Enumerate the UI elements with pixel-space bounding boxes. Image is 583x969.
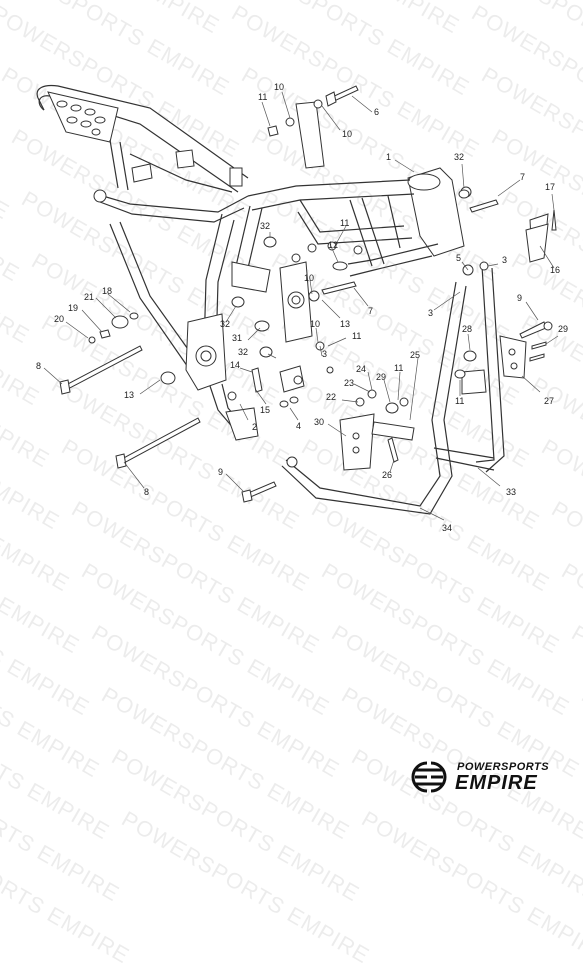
callout-31: 31 [232, 333, 242, 343]
callout-7: 7 [520, 172, 525, 182]
logo-line-1: POWERSPORTS [457, 761, 550, 773]
callout-34: 34 [442, 523, 452, 533]
callout-13: 13 [340, 319, 350, 329]
callout-2: 2 [252, 422, 257, 432]
callout-12: 12 [328, 240, 338, 250]
callout-25: 25 [410, 350, 420, 360]
watermark-text: POWERSPORTS EMPIRE [357, 806, 583, 969]
callout-5: 5 [456, 253, 461, 263]
callout-3: 3 [428, 308, 433, 318]
callout-29: 29 [376, 372, 386, 382]
front-cradle [281, 265, 527, 515]
callout-32: 32 [260, 221, 270, 231]
callout-7: 7 [368, 306, 373, 316]
callout-30: 30 [314, 417, 324, 427]
callout-8: 8 [36, 361, 41, 371]
leader-lines [43, 91, 559, 521]
callout-9: 9 [517, 293, 522, 303]
callout-4: 4 [296, 421, 301, 431]
callout-32: 32 [238, 347, 248, 357]
powersports-empire-logo: POWERSPORTS EMPIRE [405, 757, 565, 797]
main-frame [109, 101, 549, 441]
watermark-text: POWERSPORTS EMPIRE [117, 806, 374, 969]
callout-27: 27 [544, 396, 554, 406]
callout-18: 18 [102, 286, 112, 296]
callout-10: 10 [310, 319, 320, 329]
callout-6: 6 [374, 107, 379, 117]
callout-9: 9 [218, 467, 223, 477]
callout-29: 29 [558, 324, 568, 334]
callout-10: 10 [274, 82, 284, 92]
fasteners [59, 85, 557, 503]
frame-exploded-diagram: 1 2 3 3 3 4 5 6 7 7 8 8 9 9 10 10 10 10 … [36, 82, 568, 533]
callout-labels: 1 2 3 3 3 4 5 6 7 7 8 8 9 9 10 10 10 10 … [36, 82, 568, 533]
callout-32: 32 [220, 319, 230, 329]
logo-line-2: EMPIRE [455, 772, 538, 794]
callout-16: 16 [550, 265, 560, 275]
callout-1: 1 [386, 152, 391, 162]
callout-8: 8 [144, 487, 149, 497]
callout-24: 24 [356, 364, 366, 374]
callout-13: 13 [124, 390, 134, 400]
callout-10: 10 [304, 273, 314, 283]
callout-11: 11 [352, 331, 361, 341]
callout-33: 33 [506, 487, 516, 497]
callout-3: 3 [322, 349, 327, 359]
callout-11: 11 [258, 92, 267, 102]
callout-11: 11 [455, 396, 464, 406]
callout-19: 19 [68, 303, 78, 313]
callout-3: 3 [502, 255, 507, 265]
callout-20: 20 [54, 314, 64, 324]
callout-32: 32 [454, 152, 464, 162]
rear-subframe [36, 84, 249, 223]
callout-17: 17 [545, 182, 555, 192]
ee-monogram-icon [411, 761, 447, 793]
watermark-text: POWERSPORTS EMPIRE [0, 806, 134, 969]
callout-22: 22 [326, 392, 336, 402]
callout-28: 28 [462, 324, 472, 334]
callout-23: 23 [344, 378, 354, 388]
callout-26: 26 [382, 470, 392, 480]
callout-10: 10 [342, 129, 352, 139]
callout-14: 14 [230, 360, 240, 370]
callout-15: 15 [260, 405, 270, 415]
callout-11: 11 [394, 363, 403, 373]
callout-11: 11 [340, 218, 349, 228]
callout-21: 21 [84, 292, 94, 302]
